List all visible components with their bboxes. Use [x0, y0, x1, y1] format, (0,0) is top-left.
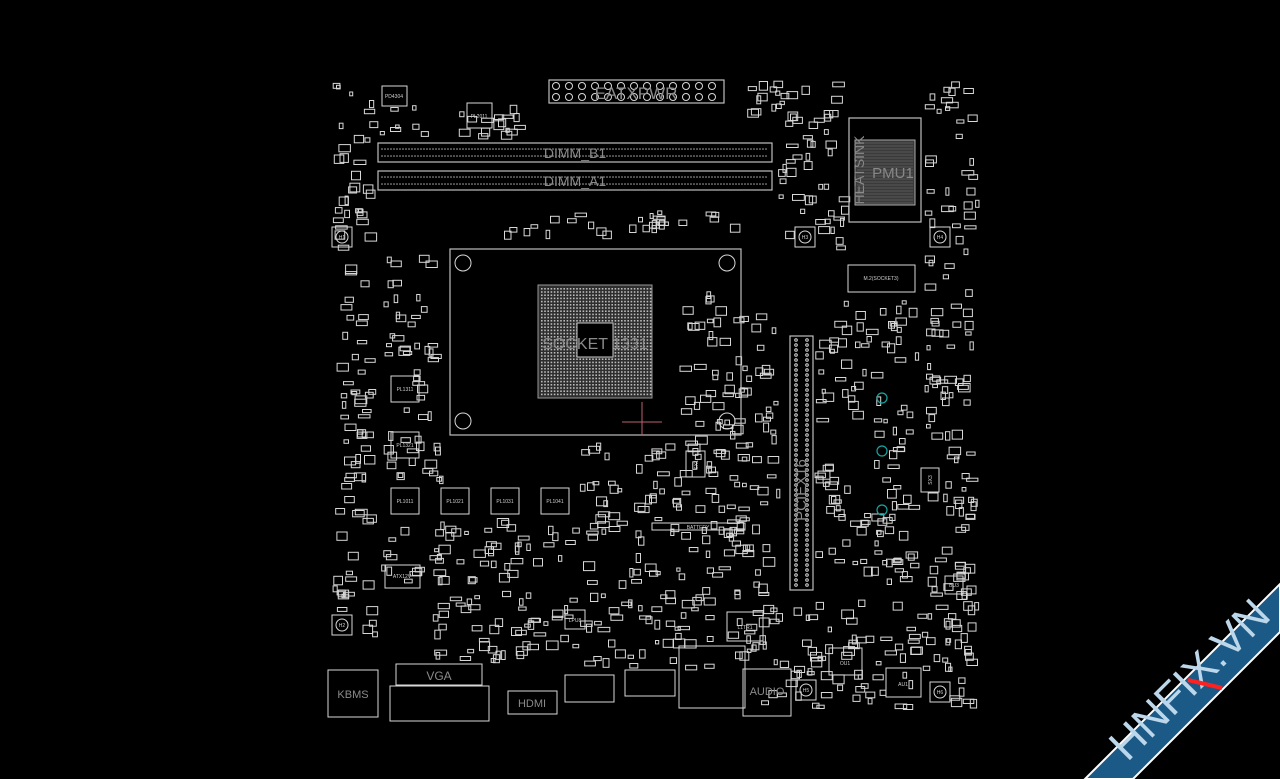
mounting-hole: H3 [794, 226, 816, 248]
dimm-a1-label: DIMM_A1 [544, 173, 606, 189]
mounting-hole: H5 [795, 679, 817, 701]
mounting-hole: H1 [331, 226, 353, 248]
svg-text:PL1021: PL1021 [446, 499, 463, 505]
audio-jack[interactable]: AUDIO [742, 668, 792, 717]
vga-port[interactable]: VGA [389, 663, 490, 722]
svg-text:H5: H5 [803, 688, 810, 694]
pl1011-inductor: PL1011 [390, 487, 420, 515]
pl1321-inductor: PL1321 [390, 431, 420, 459]
watermark: HNFIX.VN [1083, 582, 1280, 779]
svg-text:PL1311: PL1311 [397, 387, 414, 393]
pl1311-inductor: PL1311 [390, 375, 420, 403]
chipset-pmu1[interactable]: PMU1 HEATSINK [848, 117, 922, 223]
svg-text:AUDIO: AUDIO [750, 686, 785, 698]
svg-text:PD4304: PD4304 [385, 94, 403, 100]
dimm-b1-slot[interactable]: DIMM_B1 [377, 142, 773, 163]
pciex16-label: PCIEX16 [793, 459, 810, 521]
sx1-chip[interactable]: SX1 [685, 450, 706, 478]
svg-text:PL1031: PL1031 [496, 499, 513, 505]
m2-label: M.2(SOCKET3) [863, 276, 898, 282]
svg-text:PL1011: PL1011 [397, 499, 414, 505]
pl1041-inductor: PL1041 [540, 487, 570, 515]
svg-text:SX3: SX3 [928, 475, 934, 485]
mounting-hole: H4 [929, 226, 951, 248]
svg-text:KBMS: KBMS [337, 689, 368, 701]
usb-port[interactable] [624, 669, 676, 697]
svg-text:H1: H1 [339, 235, 346, 241]
l1tr1-chip[interactable]: L1TR1 [726, 611, 764, 642]
pl1021-inductor: PL1021 [440, 487, 470, 515]
hdmi-port[interactable]: HDMI [507, 690, 558, 715]
eatxpwr-label: EATXPWR [595, 84, 678, 103]
dimm-b1-label: DIMM_B1 [544, 145, 606, 161]
svg-text:H4: H4 [937, 235, 944, 241]
marker-circle [876, 445, 888, 457]
pd4304-inductor: PD4304 [381, 85, 408, 107]
sx3-chip[interactable]: SX3 [920, 467, 940, 493]
svg-text:H6: H6 [937, 690, 944, 696]
svg-text:PL1321: PL1321 [396, 443, 413, 449]
au1-chip[interactable]: AU1 [885, 667, 922, 698]
usb-port[interactable] [564, 674, 615, 703]
m2-socket[interactable]: M.2(SOCKET3) [847, 264, 916, 293]
marker-circle [876, 504, 888, 516]
bu3-chip[interactable]: BU3 [944, 575, 964, 595]
cpu-socket[interactable]: SOCKET 1331 [449, 248, 742, 436]
pl1031-inductor: PL1031 [490, 487, 520, 515]
pl2011-inductor: PL2011 [466, 102, 493, 129]
svg-text:PL1041: PL1041 [546, 499, 563, 505]
ou1-chip[interactable]: OU1 [828, 647, 863, 676]
svg-text:BU3: BU3 [949, 583, 959, 589]
svg-text:BATTERY: BATTERY [687, 525, 710, 531]
lpu8-chip[interactable]: LPU8 [564, 609, 586, 630]
svg-text:VGA: VGA [426, 669, 451, 683]
mounting-hole: H2 [331, 614, 353, 636]
svg-text:L1TR1: L1TR1 [737, 625, 752, 631]
watermark-accent [1187, 678, 1223, 690]
socket-label: SOCKET 1331 [542, 336, 648, 353]
svg-text:OU1: OU1 [840, 661, 851, 667]
svg-text:HDMI: HDMI [518, 698, 546, 710]
pciex16-slot[interactable]: PCIEX16 [789, 335, 814, 591]
eatxpwr-connector[interactable]: EATXPWR [548, 79, 725, 104]
atx12v-connector[interactable]: ATX12V [384, 564, 421, 589]
lan-port[interactable] [678, 645, 746, 709]
svg-text:AU1: AU1 [898, 682, 908, 688]
kbms-port[interactable]: KBMS [327, 669, 379, 718]
svg-text:LPU8: LPU8 [569, 618, 582, 624]
dimm-a1-slot[interactable]: DIMM_A1 [377, 170, 773, 191]
battery-holder[interactable]: BATTERY [651, 522, 746, 531]
mounting-hole: H6 [929, 681, 951, 703]
svg-text:SX1: SX1 [694, 460, 700, 470]
svg-text:ATX12V: ATX12V [393, 574, 412, 580]
svg-text:H2: H2 [339, 623, 346, 629]
svg-text:PL2011: PL2011 [471, 114, 488, 120]
pmu1-label: PMU1 [872, 165, 914, 182]
svg-text:H3: H3 [802, 235, 809, 241]
marker-circle [876, 392, 888, 404]
